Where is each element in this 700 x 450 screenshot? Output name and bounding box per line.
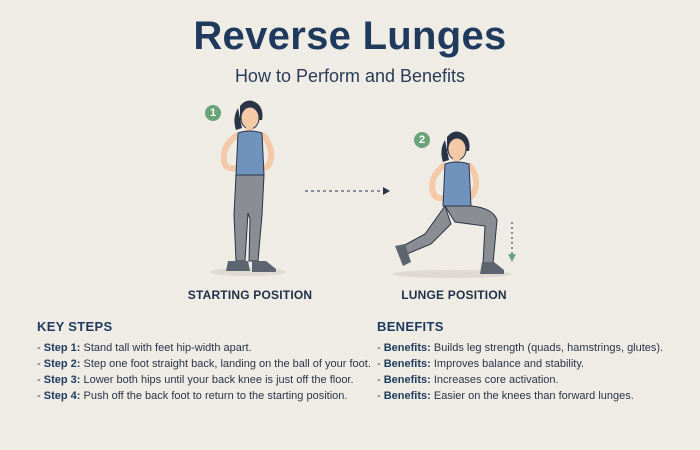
list-item: - Benefits: Builds leg strength (quads, …: [377, 342, 664, 354]
step-number-badge: 1: [205, 105, 221, 121]
key-steps-section: KEY STEPS - Step 1: Stand tall with feet…: [37, 319, 371, 406]
figure-label-lunge-position: LUNGE POSITION: [401, 288, 507, 302]
list-item: - Step 2: Step one foot straight back, l…: [37, 358, 371, 370]
benefits-heading: BENEFITS: [377, 319, 444, 334]
key-steps-heading: KEY STEPS: [37, 319, 113, 334]
step-number-badge: 2: [414, 132, 430, 148]
page-title: Reverse Lunges: [193, 14, 507, 58]
benefits-list: - Benefits: Builds leg strength (quads, …: [377, 342, 663, 402]
benefits-section: BENEFITS - Benefits: Builds leg strength…: [377, 319, 663, 406]
page-subtitle: How to Perform and Benefits: [234, 66, 466, 86]
key-steps-list: - Step 1: Stand tall with feet hip-width…: [37, 342, 371, 402]
list-item: - Step 1: Stand tall with feet hip-width…: [37, 342, 252, 354]
list-item: - Step 3: Lower both hips until your bac…: [37, 374, 354, 386]
figure-label-starting-position: STARTING POSITION: [187, 288, 313, 302]
list-item: - Benefits: Improves balance and stabili…: [377, 358, 585, 370]
list-item: - Step 4: Push off the back foot to retu…: [37, 390, 348, 402]
list-item: - Benefits: Increases core activation.: [377, 374, 559, 386]
list-item: - Benefits: Easier on the knees than for…: [377, 390, 634, 402]
